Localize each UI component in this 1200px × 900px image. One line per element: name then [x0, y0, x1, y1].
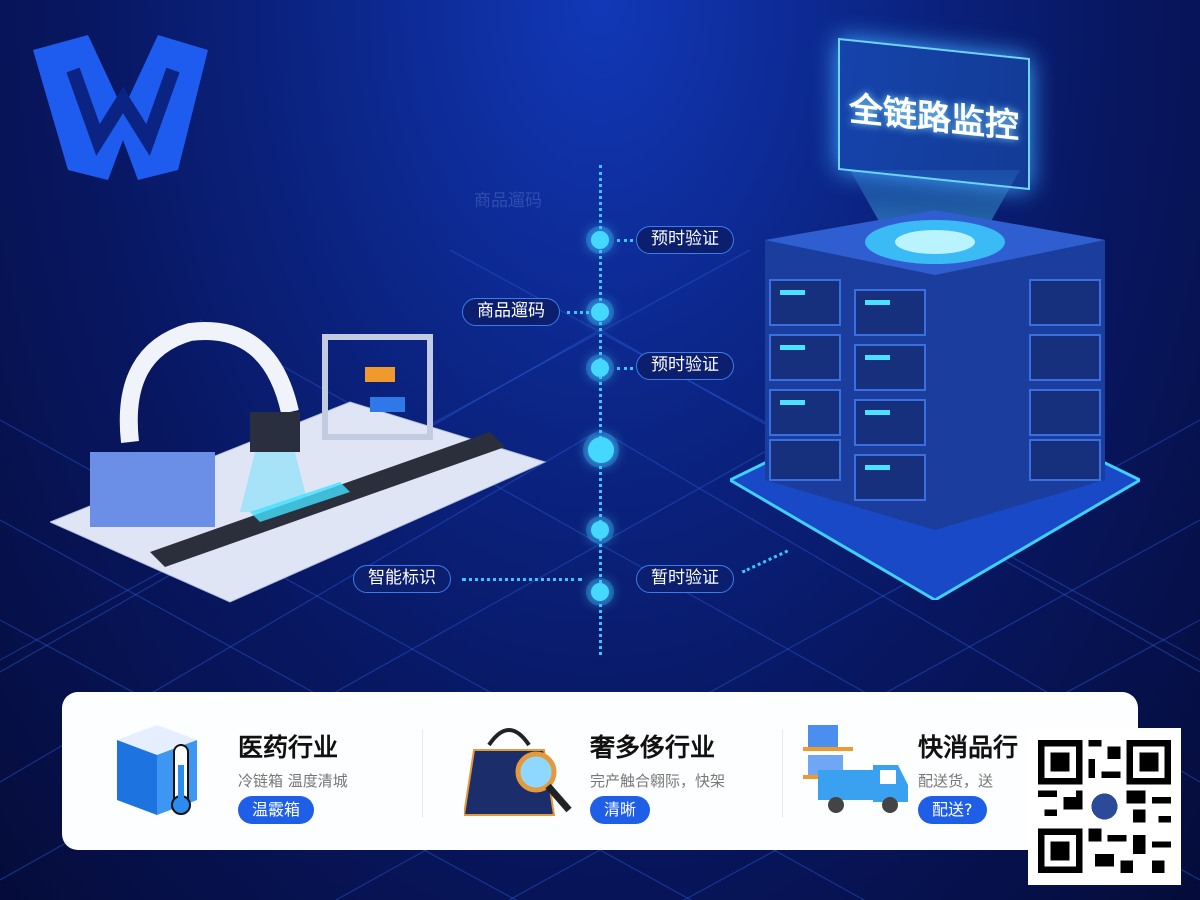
- timeline-node: [591, 359, 609, 377]
- timeline-label: 商品遛码: [462, 298, 560, 326]
- timeline-node: [591, 303, 609, 321]
- connector: [617, 239, 633, 242]
- hero-title: 全链路监控: [849, 88, 1019, 147]
- industry-title: 奢多侈行业: [590, 733, 716, 762]
- qr-code[interactable]: [1028, 728, 1181, 885]
- industry-title: 快消品行: [918, 733, 1019, 762]
- industry-card: 医药行业 冷链箱 温度清城 温霰箱 奢多侈行业 完产触合翱际，快架 清晰 快消品…: [62, 692, 1138, 850]
- server-stack-illustration: [730, 210, 1140, 600]
- connector: [567, 311, 589, 314]
- hologram-title-panel: 全链路监控: [838, 37, 1030, 191]
- cooler-thermometer-icon: [117, 725, 197, 815]
- industry-luxury: 奢多侈行业 完产触合翱际，快架 清晰: [422, 692, 782, 850]
- production-line-illustration: [50, 322, 547, 603]
- industry-button[interactable]: 配送?: [918, 796, 987, 824]
- timeline-label: 预时验证: [636, 226, 734, 254]
- brand-logo: [33, 35, 208, 180]
- industry-subtitle: 冷链箱 温度清城: [238, 772, 348, 790]
- timeline-label: 预时验证: [636, 352, 734, 380]
- divider: [422, 730, 423, 818]
- industry-pharma: 医药行业 冷链箱 温度清城 温霰箱: [62, 692, 422, 850]
- qr-code-pattern: [1038, 740, 1171, 873]
- faded-label: 商品遛码: [474, 191, 542, 211]
- connector: [462, 578, 582, 581]
- timeline-label: 暂时验证: [636, 565, 734, 593]
- industry-button[interactable]: 温霰箱: [238, 796, 315, 824]
- industry-fmcg: 快消品行 配送货，送 配送?: [782, 692, 1028, 850]
- delivery-truck-icon: [803, 725, 908, 813]
- industry-title: 医药行业: [238, 733, 339, 762]
- handbag-magnifier-icon: [464, 728, 572, 816]
- connector: [617, 367, 633, 370]
- industry-button[interactable]: 清晰: [590, 796, 651, 824]
- timeline-line: [599, 165, 602, 655]
- divider: [782, 730, 783, 818]
- timeline-node: [591, 231, 609, 249]
- industry-subtitle: 完产触合翱际，快架: [590, 772, 726, 790]
- timeline-node: [591, 583, 609, 601]
- industry-subtitle: 配送货，送: [918, 772, 994, 790]
- timeline-node: [588, 437, 614, 463]
- timeline-node: [591, 521, 609, 539]
- timeline-label: 智能标识: [353, 565, 451, 593]
